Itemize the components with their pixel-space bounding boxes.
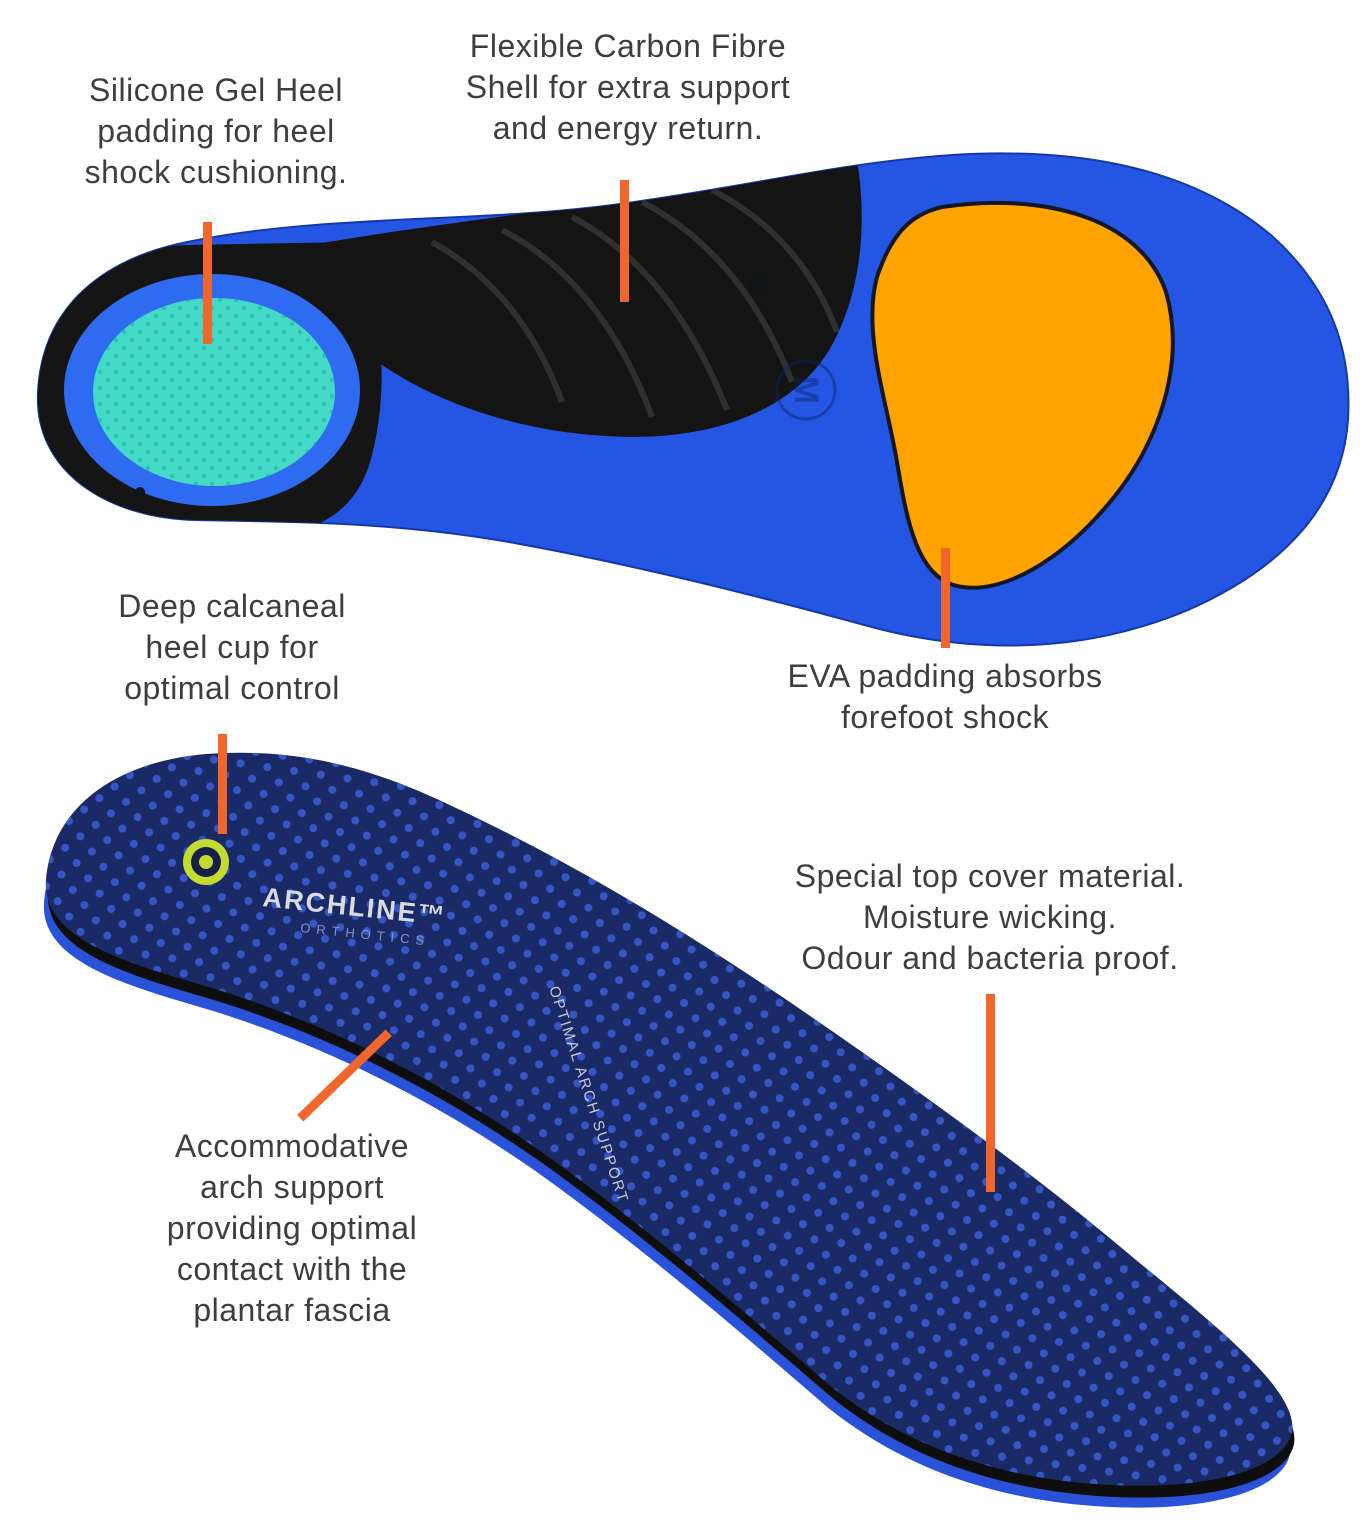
annotation-gel-heel: Silicone Gel Heel padding for heel shock… (85, 70, 348, 193)
annotation-line: Flexible Carbon Fibre (469, 28, 787, 64)
leader-carbon-shell (620, 180, 629, 302)
insole-top-view: ARCHLINE™ ORTHOTICS OPTIMAL ARCH SUPPORT (43, 752, 1295, 1508)
annotation-line: optimal control (124, 670, 340, 706)
annotation-line: contact with the (176, 1251, 408, 1287)
heel-rivet (135, 487, 145, 497)
annotation-line: EVA padding absorbs (787, 658, 1103, 694)
shell-flex-ridges (430, 187, 840, 419)
gel-heel-pad-texture (93, 298, 335, 486)
vent-hole (750, 277, 764, 291)
size-letter: M (787, 376, 825, 404)
annotation-arch-support: Accommodative arch support providing opt… (167, 1126, 417, 1331)
leader-top-cover (986, 994, 995, 1192)
annotation-line: and energy return. (492, 110, 764, 146)
eva-forefoot-pad (870, 200, 1175, 590)
carbon-fibre-shell (272, 162, 862, 437)
annotation-line: providing optimal (166, 1210, 418, 1246)
annotation-carbon-shell: Flexible Carbon Fibre Shell for extra su… (466, 26, 791, 149)
annotation-top-cover: Special top cover material. Moisture wic… (795, 856, 1186, 979)
annotation-line: Silicone Gel Heel (89, 72, 343, 108)
annotation-line: Moisture wicking. (863, 899, 1117, 935)
annotation-line: Shell for extra support (465, 69, 791, 105)
annotation-line: plantar fascia (193, 1292, 391, 1328)
insole-underside-view: M (36, 152, 1350, 647)
size-marker: M (775, 359, 837, 421)
annotation-line: forefoot shock (841, 699, 1049, 735)
annotation-line: padding for heel (97, 113, 335, 149)
annotation-line: Deep calcaneal (118, 588, 346, 624)
annotation-line: arch support (200, 1169, 384, 1205)
annotation-line: Accommodative (174, 1128, 410, 1164)
annotation-line: Special top cover material. (794, 858, 1186, 894)
leader-heel-cup (218, 734, 227, 834)
annotation-line: heel cup for (145, 629, 319, 665)
annotation-line: shock cushioning. (84, 154, 348, 190)
annotation-eva-padding: EVA padding absorbs forefoot shock (788, 656, 1103, 738)
annotation-line: Odour and bacteria proof. (801, 940, 1179, 976)
leader-eva-padding (941, 548, 950, 648)
brand-logo-badge (183, 839, 229, 885)
leader-gel-heel (203, 222, 212, 344)
annotation-heel-cup: Deep calcaneal heel cup for optimal cont… (118, 586, 346, 709)
